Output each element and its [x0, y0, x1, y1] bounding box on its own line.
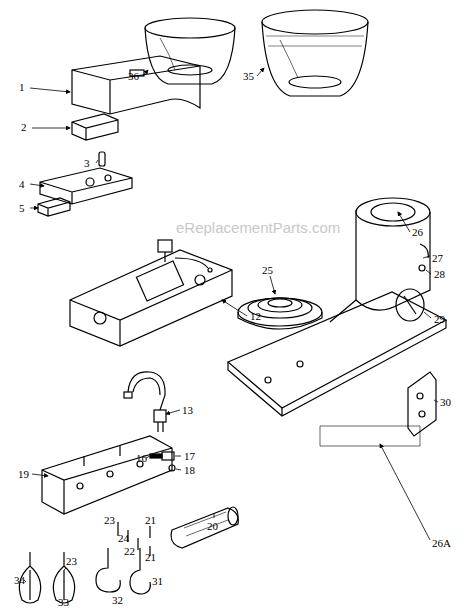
gear-housing	[171, 507, 238, 548]
callout-number: 13	[182, 404, 193, 416]
turntable	[238, 298, 322, 329]
spring	[150, 454, 162, 458]
callout-number: 18	[184, 464, 195, 476]
top-cover	[72, 56, 200, 114]
stand-base	[228, 198, 446, 446]
callout-number: 19	[18, 468, 29, 480]
callout-number: 21	[145, 514, 156, 526]
callout-number: 23	[104, 514, 115, 526]
control-plate	[40, 168, 132, 204]
callout-number: 3	[84, 157, 90, 169]
pin	[99, 152, 105, 166]
power-cord	[124, 372, 166, 432]
callout-number: 23	[66, 555, 77, 567]
callout-number: 16	[136, 452, 147, 464]
callout-number: 32	[112, 594, 123, 606]
screw	[419, 265, 425, 271]
callout-number: 17	[184, 450, 195, 462]
callout-number: 28	[434, 268, 445, 280]
callout-number: 20	[207, 520, 218, 532]
callout-number: 26A	[432, 537, 451, 549]
small-bowl	[145, 18, 235, 84]
callout-number: 34	[14, 574, 25, 586]
callout-number: 5	[19, 202, 25, 214]
knob	[38, 198, 70, 216]
callout-number: 31	[152, 575, 163, 587]
callout-number: 12	[250, 310, 261, 322]
lower-housing	[42, 436, 172, 514]
callout-number: 1	[19, 81, 25, 93]
callout-number: 22	[124, 545, 135, 557]
callout-number: 25	[262, 264, 273, 276]
switch-cover	[72, 114, 118, 140]
callout-number: 26	[412, 226, 423, 238]
callout-number: 36	[128, 70, 139, 82]
latch	[420, 244, 428, 258]
screw	[169, 465, 175, 471]
callout-number: 24	[118, 532, 129, 544]
large-bowl	[262, 10, 368, 96]
callout-number: 2	[21, 121, 27, 133]
callout-number: 21	[145, 551, 156, 563]
speed-knob	[396, 289, 424, 321]
callout-number: 35	[243, 70, 254, 82]
watermark: eReplacementParts.com	[176, 222, 340, 234]
callout-number: 30	[440, 396, 451, 408]
callout-number: 27	[432, 252, 443, 264]
shafts	[118, 522, 150, 556]
leader-lines	[24, 68, 438, 582]
callout-number: 33	[58, 596, 69, 608]
clip	[162, 452, 174, 460]
callout-number: 29	[434, 313, 445, 325]
motor-assembly	[70, 240, 232, 346]
side-plate	[408, 372, 436, 436]
callout-number: 4	[19, 178, 25, 190]
